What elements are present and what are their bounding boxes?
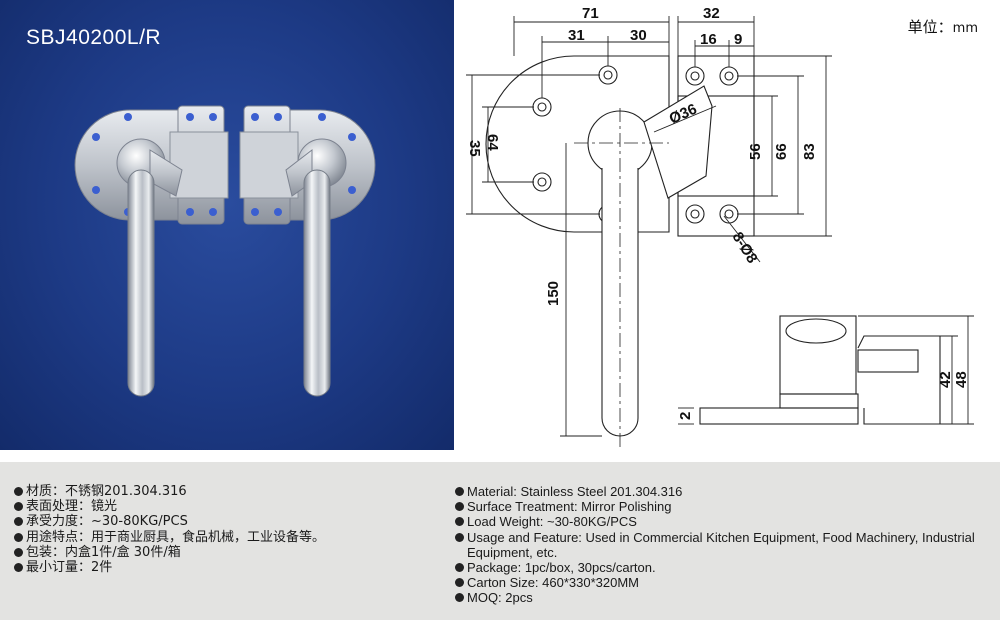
drawing-mounting-plate [485,55,670,233]
spec-cn-item: 最小订量：2件 [14,560,434,575]
bullet-icon [14,487,23,496]
spec-en-load: Load Weight: ~30-80KG/PCS [467,514,637,530]
spec-en-item: Material: Stainless Steel 201.304.316 [455,484,985,499]
bullet-icon [455,593,464,603]
dim-2: 2 [677,412,694,420]
spec-cn-usage: 用途特点：用于商业厨具，食品机械，工业设备等。 [26,529,326,545]
bullet-icon [455,502,464,512]
right-handle-image [239,105,376,397]
bullet-icon [14,502,23,512]
dim-42: 42 [937,371,954,388]
dim-16: 16 [700,31,717,48]
bullet-icon [14,563,23,573]
spec-cn-item: 材质：不锈钢201.304.316 [14,484,434,499]
dim-150: 150 [545,281,562,306]
unit-label-text: 单位： [907,18,953,36]
drawing-arm [643,85,713,199]
dim-64: 64 [484,134,501,151]
dim-9: 9 [734,31,742,48]
spec-en-item: Surface Treatment: Mirror Polishing [455,499,985,514]
dim-8: 8-Ø8 [729,229,761,266]
technical-drawing: 71 31 30 32 16 9 35 64 56 66 83 150 Ø36 … [466,5,974,448]
bullet-icon [14,532,23,542]
bullet-icon [14,517,23,527]
drawing-side-view [678,315,974,425]
bullet-icon [14,547,23,557]
bullet-icon [455,487,464,496]
dim-48: 48 [953,371,970,388]
spec-cn-item: 包装：内盒1件/盒 30件/箱 [14,545,434,560]
spec-cn-moq: 最小订量：2件 [26,560,113,576]
spec-cn-material: 材质：不锈钢201.304.316 [26,484,187,499]
bullet-icon [455,532,464,542]
dim-71: 71 [582,5,599,22]
dim-30: 30 [630,27,647,44]
product-photo [74,105,376,397]
dim-32: 32 [703,5,720,22]
spec-en-item: Load Weight: ~30-80KG/PCS [455,514,985,529]
specs-chinese: 材质：不锈钢201.304.316 表面处理：镜光 承受力度：~30-80KG/… [14,484,434,575]
spec-en-surface: Surface Treatment: Mirror Polishing [467,499,672,515]
specifications-band: 材质：不锈钢201.304.316 表面处理：镜光 承受力度：~30-80KG/… [0,462,1000,620]
spec-cn-surface: 表面处理：镜光 [26,499,118,515]
bullet-icon [455,517,464,527]
spec-cn-load: 承受力度：~30-80KG/PCS [26,514,188,530]
spec-en-usage: Usage and Feature: Used in Commercial Ki… [467,529,975,560]
dim-56: 56 [747,143,764,160]
dim-66: 66 [773,143,790,160]
spec-en-package: Package: 1pc/box, 30pcs/carton. [467,560,656,576]
bullet-icon [455,563,464,573]
spec-en-item: Carton Size: 460*330*320MM [455,575,985,590]
spec-cn-item: 表面处理：镜光 [14,499,434,514]
product-photo-panel: SBJ40200L/R [0,0,454,450]
bullet-icon [455,578,464,588]
spec-cn-item: 承受力度：~30-80KG/PCS [14,514,434,529]
spec-en-carton: Carton Size: 460*330*320MM [467,575,639,591]
dim-31: 31 [568,27,585,44]
model-code: SBJ40200L/R [26,26,162,49]
dim-83: 83 [801,143,818,160]
spec-en-item: Package: 1pc/box, 30pcs/carton. [455,560,985,575]
unit-label: 单位：mm [908,16,978,37]
dim-35: 35 [466,140,483,157]
spec-en-item: MOQ: 2pcs [455,590,985,605]
left-handle-image [74,105,229,397]
unit-value: mm [952,21,978,36]
spec-en-item: Usage and Feature: Used in Commercial Ki… [455,530,985,560]
technical-drawing-panel: 单位：mm [454,0,1000,450]
drawing-dimension-lines [466,16,832,437]
spec-en-moq: MOQ: 2pcs [467,590,533,606]
spec-en-material: Material: Stainless Steel 201.304.316 [467,484,683,499]
specs-english: Material: Stainless Steel 201.304.316 Su… [455,484,985,606]
spec-cn-package: 包装：内盒1件/盒 30件/箱 [26,544,181,560]
spec-cn-item: 用途特点：用于商业厨具，食品机械，工业设备等。 [14,530,434,545]
